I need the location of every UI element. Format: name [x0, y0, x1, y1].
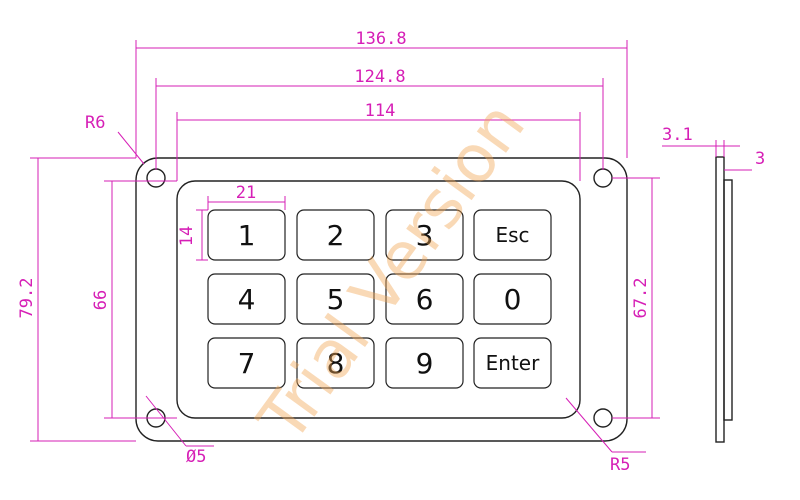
trial-version-watermark: Trial Version [243, 88, 540, 456]
key-body[interactable] [296, 209, 375, 261]
dim-inner-height: 66 [91, 180, 177, 419]
key-3[interactable]: 3 [385, 209, 464, 261]
dim-inner-width-label: 114 [365, 101, 396, 121]
key-label: 4 [238, 283, 256, 316]
side-thickness-total-label: 3.1 [662, 125, 693, 145]
dim-hole-spacing-height-label: 67.2 [631, 278, 651, 319]
side-thickness-plate-label: 3 [755, 149, 765, 169]
key-label: Esc [495, 223, 529, 247]
key-label: 9 [416, 347, 434, 380]
key-label: 0 [504, 283, 522, 316]
dim-overall-width-label: 136.8 [355, 29, 406, 49]
key-body[interactable] [473, 337, 552, 389]
key-body[interactable] [473, 209, 552, 261]
key-esc[interactable]: Esc [473, 209, 552, 261]
inner-panel-outline [176, 180, 581, 419]
mounting-hole-bottom-right [593, 408, 613, 428]
dim-hole-spacing-width-label: 124.8 [354, 67, 405, 87]
key-label: Enter [486, 351, 540, 375]
key-body[interactable] [207, 337, 286, 389]
dim-key-height-label: 14 [177, 226, 197, 246]
key-8[interactable]: 8 [296, 337, 375, 389]
mounting-hole-top-left [146, 168, 166, 188]
dim-inner-radius-label: R5 [610, 455, 630, 475]
key-label: 5 [327, 283, 345, 316]
dim-overall-height: 79.2 [17, 157, 136, 442]
mounting-hole-top-right [593, 168, 613, 188]
key-body[interactable] [385, 273, 464, 325]
key-label: 2 [327, 219, 345, 252]
dim-hole-diameter-label: Ø5 [186, 447, 206, 467]
dim-key-width-label: 21 [236, 183, 256, 203]
dim-outer-radius: R6 [85, 113, 145, 165]
side-view-base-plate [715, 156, 725, 443]
key-label: 8 [327, 347, 345, 380]
dim-hole-spacing-height: 67.2 [612, 177, 660, 419]
key-9[interactable]: 9 [385, 337, 464, 389]
key-7[interactable]: 7 [207, 337, 286, 389]
key-body[interactable] [207, 273, 286, 325]
dim-hole-diameter: Ø5 [145, 395, 214, 467]
dim-inner-height-label: 66 [91, 290, 111, 310]
key-label: 7 [238, 347, 256, 380]
key-4[interactable]: 4 [207, 273, 286, 325]
key-enter[interactable]: Enter [473, 337, 552, 389]
outer-plate-outline [135, 157, 628, 442]
key-body[interactable] [473, 273, 552, 325]
dim-hole-spacing-width: 124.8 [155, 67, 604, 170]
key-body[interactable] [296, 337, 375, 389]
dim-overall-height-label: 79.2 [17, 278, 37, 319]
dim-inner-radius: R5 [565, 397, 646, 475]
dim-inner-width: 114 [176, 101, 581, 181]
dim-overall-width: 136.8 [135, 29, 628, 158]
dim-key-width: 21 [207, 183, 286, 210]
dim-outer-radius-label: R6 [85, 113, 105, 133]
key-grid: 1 2 3 Esc 4 5 6 0 7 8 9 Enter [207, 209, 552, 389]
side-view-keypad [723, 179, 733, 421]
key-label: 1 [238, 219, 256, 252]
key-label: 3 [416, 219, 434, 252]
key-body[interactable] [296, 273, 375, 325]
key-5[interactable]: 5 [296, 273, 375, 325]
key-2[interactable]: 2 [296, 209, 375, 261]
key-6[interactable]: 6 [385, 273, 464, 325]
key-label: 6 [416, 283, 434, 316]
dim-key-height: 14 [177, 209, 208, 261]
key-body[interactable] [385, 209, 464, 261]
key-1[interactable]: 1 [207, 209, 286, 261]
key-body[interactable] [207, 209, 286, 261]
key-0[interactable]: 0 [473, 273, 552, 325]
key-body[interactable] [385, 337, 464, 389]
side-view: 3.1 3 [662, 125, 765, 443]
